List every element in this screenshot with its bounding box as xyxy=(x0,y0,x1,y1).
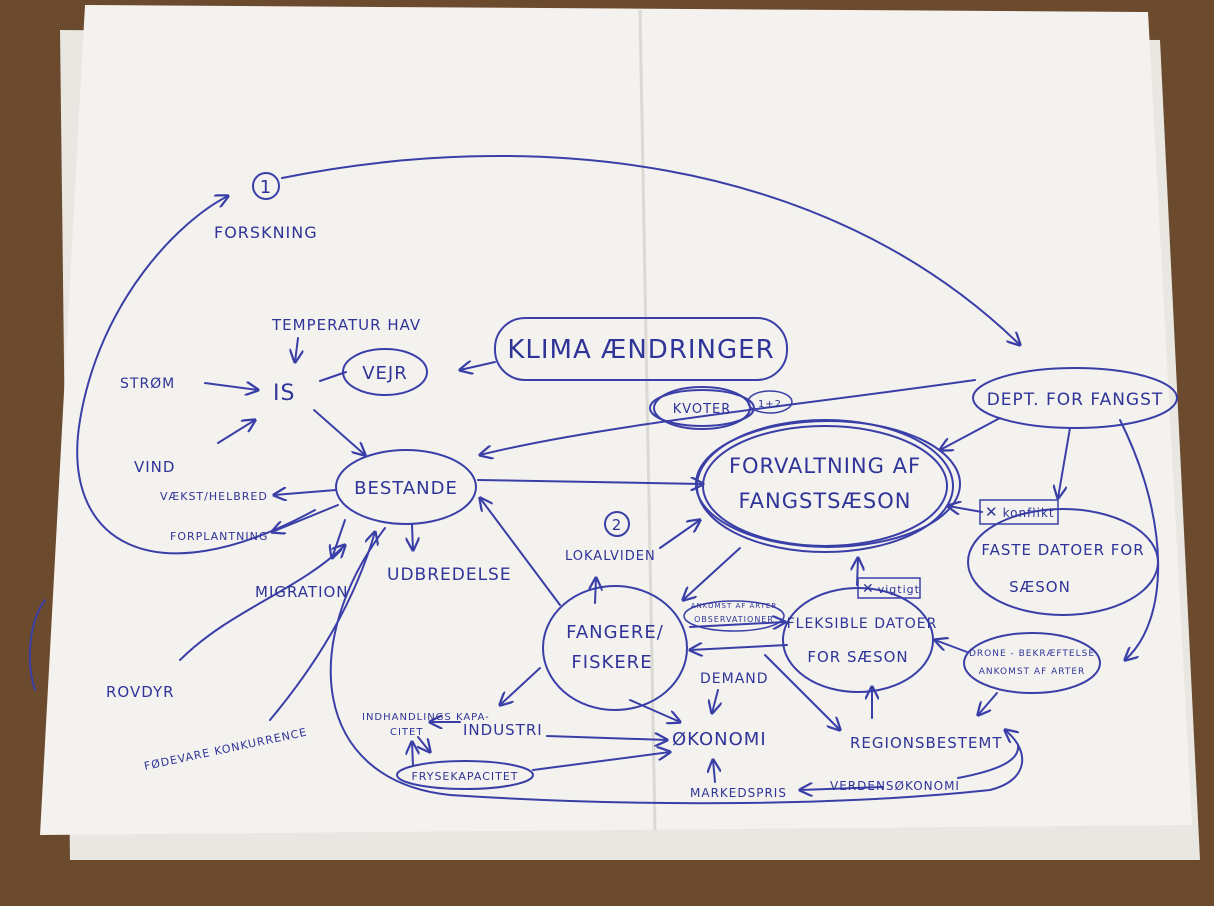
marker-1-2: 1+2 xyxy=(758,399,782,410)
vejr-label: VEJR xyxy=(362,363,408,384)
is-label: IS xyxy=(273,381,295,406)
bestande-label: BESTANDE xyxy=(354,478,458,499)
konflikt-label: ✕ konflikt xyxy=(985,503,1055,521)
migration-label: MIGRATION xyxy=(255,583,349,601)
forskning-label: FORSKNING xyxy=(214,223,318,242)
cross-icon-2: ✕ xyxy=(862,581,875,597)
vigtigt-label: ✕vigtigt xyxy=(862,581,920,597)
marker-2-circle xyxy=(604,511,630,537)
vigtigt-text: vigtigt xyxy=(878,583,920,596)
frysekapacitet-ellipse xyxy=(396,760,534,790)
kvoter-label: KVOTER xyxy=(673,402,732,417)
ankomst-label-1: ANKOMST AF ARTER xyxy=(691,602,777,610)
dept-label: DEPT. FOR FANGST xyxy=(987,390,1164,410)
marker-1-circle xyxy=(252,172,280,200)
forplantning-label: FORPLANTNING xyxy=(170,530,268,543)
marker-1-2-ellipse xyxy=(747,390,793,414)
cross-icon: ✕ xyxy=(985,503,999,521)
forvaltning-label-1: FORVALTNING AF xyxy=(729,454,921,478)
drone-ellipse xyxy=(963,632,1101,694)
verdensokonomi-label: VERDENSØKONOMI xyxy=(830,779,960,793)
faste-datoer-label-1: FASTE DATOER FOR xyxy=(981,541,1144,559)
lokalviden-label: LOKALVIDEN xyxy=(565,549,656,564)
vind-label: VIND xyxy=(134,458,175,476)
rovdyr-label: ROVDYR xyxy=(106,683,175,701)
fleksible-label-2: FOR SÆSON xyxy=(807,648,908,666)
marker-1: 1 xyxy=(260,177,272,198)
forvaltning-label-2: FANGSTSÆSON xyxy=(738,489,911,513)
kvoter-ellipse xyxy=(649,389,755,427)
connections xyxy=(28,155,1160,805)
regionsbestemt-label: REGIONSBESTEMT xyxy=(850,734,1003,752)
klima-label: KLIMA ÆNDRINGER xyxy=(507,335,774,365)
frysekapacitet-label: FRYSEKAPACITET xyxy=(411,770,518,783)
marker-2: 2 xyxy=(612,516,623,534)
klima-box xyxy=(494,317,788,381)
kvoter-ellipse-2 xyxy=(653,386,751,430)
paper-fold xyxy=(638,9,657,831)
konflikt-text: konflikt xyxy=(1003,506,1055,520)
vigtigt-box xyxy=(857,577,921,599)
fangere-ellipse xyxy=(542,585,688,711)
fangere-label-1: FANGERE/ xyxy=(566,622,664,643)
drone-label-2: ANKOMST AF ARTER xyxy=(979,667,1086,677)
faste-datoer-label-2: SÆSON xyxy=(1009,578,1071,596)
drone-label-1: DRONE - BEKRÆFTELSE xyxy=(969,649,1095,659)
demand-label: DEMAND xyxy=(700,671,769,687)
indhandling-label-1: INDHANDLINGS KAPA- xyxy=(362,712,490,723)
strom-label: STRØM xyxy=(120,376,175,392)
okonomi-label: ØKONOMI xyxy=(672,729,767,750)
temperatur-hav-label: TEMPERATUR HAV xyxy=(271,316,421,334)
indhandling-label-2: CITET xyxy=(390,727,423,738)
fangere-label-2: FISKERE xyxy=(571,652,652,673)
fleksible-label-1: FLEKSIBLE DATOER xyxy=(787,616,938,632)
labels: 1 FORSKNING TEMPERATUR HAV STRØM IS VEJR… xyxy=(106,177,1164,800)
paper-sheet xyxy=(40,5,1192,835)
udbredelse-label: UDBREDELSE xyxy=(387,565,512,585)
bestande-ellipse xyxy=(335,449,477,525)
dept-ellipse xyxy=(972,367,1178,429)
ankomst-label-2: OBSERVATIONER xyxy=(694,615,774,624)
industri-label: INDUSTRI xyxy=(463,721,543,739)
vaekst-label: VÆKST/HELBRED xyxy=(160,490,268,503)
markedspris-label: MARKEDSPRIS xyxy=(690,786,787,800)
